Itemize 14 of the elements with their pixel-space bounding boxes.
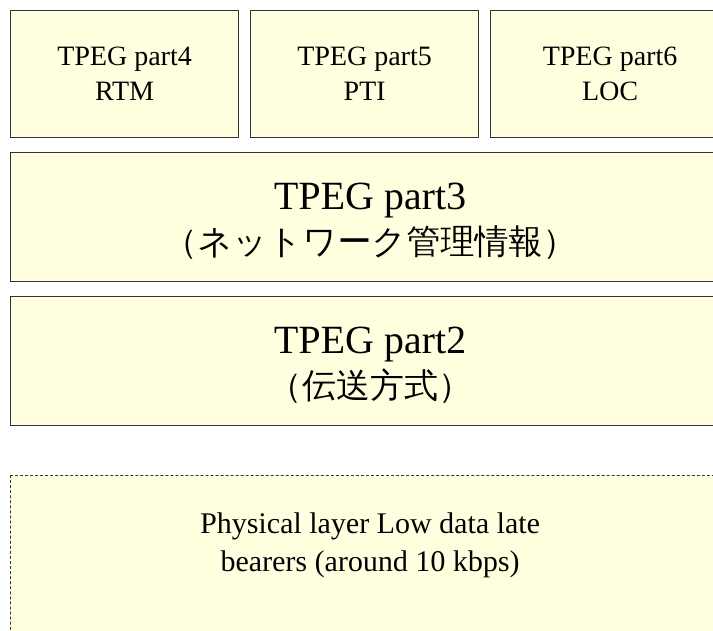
layer-title: TPEG part4 RTM bbox=[56, 40, 193, 109]
layer-box bbox=[10, 10, 239, 138]
layer-description: （ネットワーク管理情報） bbox=[164, 220, 576, 264]
layer-title: TPEG part2 bbox=[274, 316, 466, 364]
layer-description: （伝送方式） bbox=[268, 364, 472, 408]
layer-title: TPEG part5 PTI bbox=[296, 40, 433, 109]
layer-box bbox=[10, 475, 713, 631]
layer-title: TPEG part6 LOC bbox=[542, 40, 678, 109]
layer-box bbox=[10, 152, 713, 282]
layer-title: TPEG part3 bbox=[274, 172, 466, 220]
layer-box bbox=[490, 10, 713, 138]
layer-box bbox=[250, 10, 479, 138]
layer-title: Physical layer Low data late bearers (around 10 kbps) bbox=[199, 506, 541, 580]
layer-box bbox=[10, 296, 713, 426]
